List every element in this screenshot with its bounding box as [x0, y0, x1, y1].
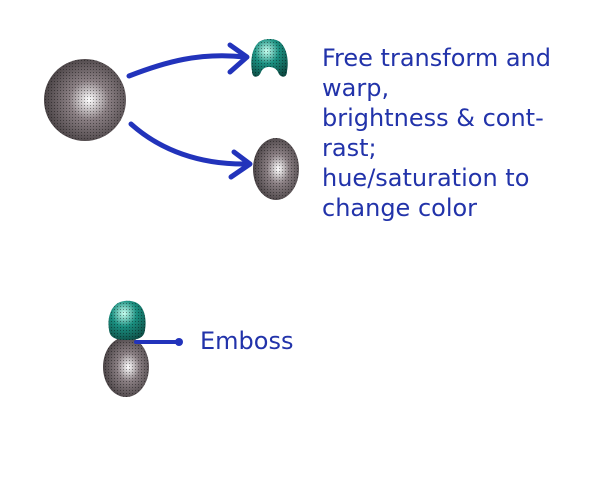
arrow-to-dark-egg — [128, 121, 253, 180]
caption-line: rast; — [322, 134, 377, 162]
teal-warped-shape — [251, 39, 288, 77]
arrow-to-emboss-label — [134, 338, 183, 346]
caption-line: brightness & cont- — [322, 104, 544, 132]
dark-transformed-egg — [253, 138, 299, 200]
caption-line: warp, — [322, 74, 390, 102]
transform-steps-caption: Free transform and warp, brightness & co… — [322, 43, 551, 223]
caption-line: hue/saturation to — [322, 164, 530, 192]
caption-line: change color — [322, 194, 478, 222]
emboss-teal-shape — [108, 300, 146, 340]
caption-line: Free transform and — [322, 44, 551, 72]
arrow-to-teal-shape — [126, 42, 250, 79]
emboss-composite — [103, 300, 149, 397]
emboss-dark-egg — [103, 337, 149, 397]
source-sphere — [44, 59, 126, 141]
emboss-label: Emboss — [200, 327, 294, 355]
